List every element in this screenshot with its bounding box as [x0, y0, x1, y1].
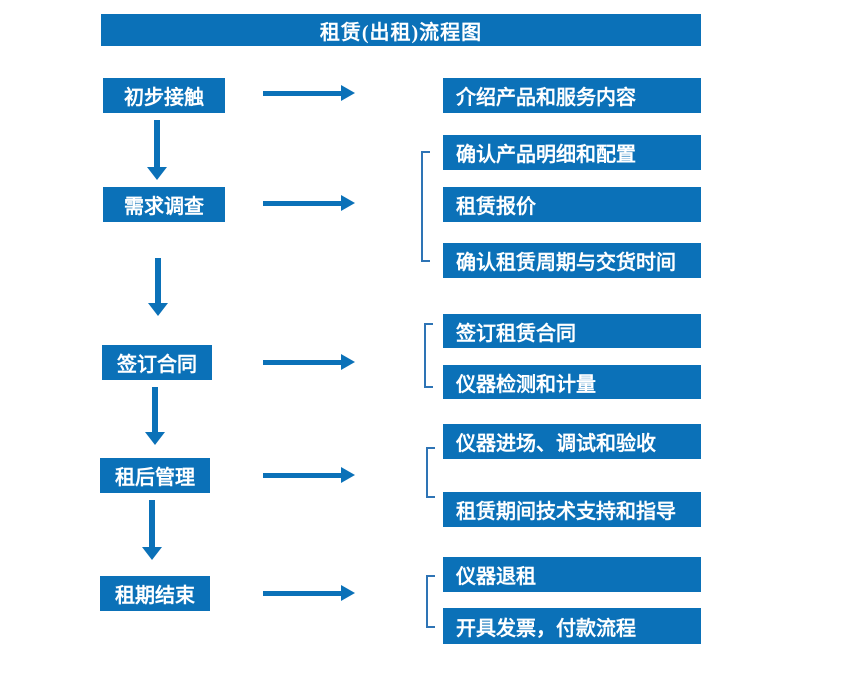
- output-box-confirm-product-details: 确认产品明细和配置: [443, 135, 701, 170]
- arrow-right-4: [263, 467, 355, 483]
- arrow-head: [145, 432, 165, 445]
- output-box-introduce-products: 介绍产品和服务内容: [443, 78, 701, 113]
- output-box-rental-quote: 租赁报价: [443, 187, 701, 222]
- arrow-head: [147, 167, 167, 180]
- step-box-demand-survey: 需求调查: [103, 187, 225, 222]
- arrow-shaft: [263, 590, 341, 596]
- step-box-post-rental-management: 租后管理: [100, 458, 210, 493]
- arrow-head: [341, 467, 355, 483]
- arrow-shaft: [155, 258, 161, 303]
- arrow-right-2: [263, 195, 355, 211]
- arrow-right-1: [263, 85, 355, 101]
- arrow-right-3: [263, 354, 355, 370]
- arrow-head: [341, 85, 355, 101]
- flowchart-title: 租赁(出租)流程图: [101, 14, 701, 46]
- output-box-tech-support: 租赁期间技术支持和指导: [443, 492, 701, 527]
- output-box-instrument-setup-acceptance: 仪器进场、调试和验收: [443, 424, 701, 459]
- arrow-shaft: [263, 359, 341, 365]
- step-box-lease-end: 租期结束: [100, 576, 210, 611]
- arrow-right-5: [263, 585, 355, 601]
- arrow-down-2: [148, 258, 168, 316]
- arrow-shaft: [154, 120, 160, 167]
- arrow-down-4: [142, 500, 162, 560]
- arrow-shaft: [263, 90, 341, 96]
- bracket-group-2: [421, 151, 430, 262]
- output-box-sign-rental-contract: 签订租赁合同: [443, 314, 701, 348]
- arrow-shaft: [152, 387, 158, 432]
- output-box-instrument-testing: 仪器检测和计量: [443, 365, 701, 399]
- bracket-group-4: [426, 447, 435, 498]
- arrow-shaft: [149, 500, 155, 547]
- arrow-shaft: [263, 200, 341, 206]
- output-box-invoice-payment: 开具发票，付款流程: [443, 608, 701, 644]
- bracket-group-3: [424, 323, 433, 388]
- bracket-group-5: [426, 575, 435, 628]
- arrow-head: [341, 195, 355, 211]
- step-box-initial-contact: 初步接触: [103, 78, 225, 113]
- output-box-confirm-period-delivery: 确认租赁周期与交货时间: [443, 243, 701, 278]
- arrow-down-3: [145, 387, 165, 445]
- arrow-head: [142, 547, 162, 560]
- arrow-head: [148, 303, 168, 316]
- arrow-shaft: [263, 472, 341, 478]
- arrow-head: [341, 585, 355, 601]
- arrow-down-1: [147, 120, 167, 180]
- arrow-head: [341, 354, 355, 370]
- output-box-instrument-return: 仪器退租: [443, 557, 701, 592]
- step-box-sign-contract: 签订合同: [102, 345, 212, 380]
